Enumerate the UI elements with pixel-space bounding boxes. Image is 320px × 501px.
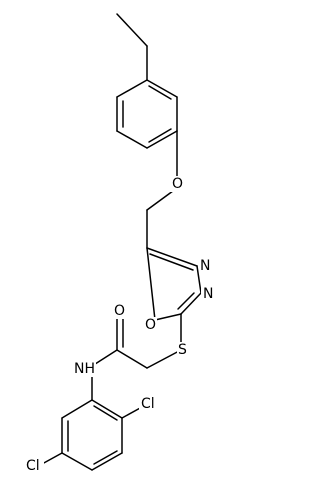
carbonyl-oxygen-label: O: [114, 303, 125, 319]
oxadiazole-n-upper-label: N: [200, 258, 210, 274]
amide-nh-label: NH: [74, 361, 95, 377]
bond-carbonyl-nh: [91, 349, 118, 367]
bond-ch2-carbonyl: [116, 349, 148, 369]
atom-label-layer: O N N O S O NH Cl Cl: [24, 176, 215, 474]
oxadiazole-oxygen-label: O: [145, 317, 156, 333]
bond-ring-cl-meta: [41, 452, 63, 465]
molecule-structure-diagram: O N N O S O NH Cl Cl: [24, 13, 215, 474]
chlorine-ortho-label: Cl: [141, 396, 155, 412]
bond-layer: [41, 13, 202, 471]
oxadiazole-ring: [146, 247, 202, 321]
bond-ethyl-ch3: [116, 13, 148, 47]
chlorine-meta-label: Cl: [26, 458, 40, 474]
thioether-sulfur-label: S: [178, 342, 187, 358]
bond-s-ch2: [146, 349, 182, 369]
bond-ring-cl-ortho: [121, 406, 143, 419]
dichlorophenyl-ring: [61, 399, 123, 471]
benzene-ring-top: [116, 79, 178, 149]
ether-oxygen-label: O: [172, 176, 183, 192]
oxadiazole-n-lower-label: N: [203, 286, 213, 302]
